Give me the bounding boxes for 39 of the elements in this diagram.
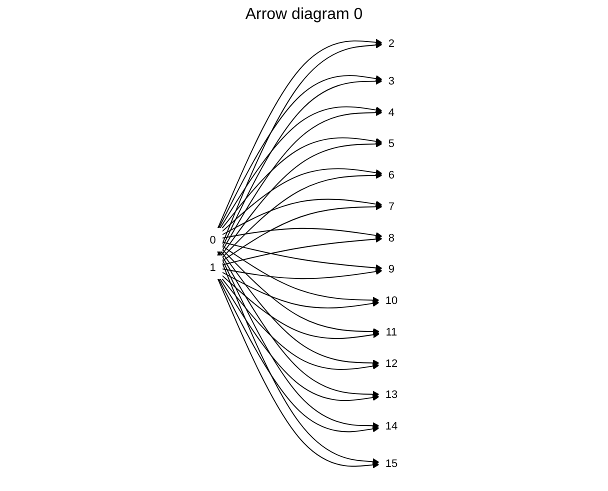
- node-text: 7: [388, 200, 395, 212]
- node-text: 10: [386, 294, 398, 306]
- node-text: 13: [386, 388, 398, 401]
- node-text: 15: [386, 456, 398, 470]
- arrow: [218, 78, 383, 256]
- node-text: 11: [386, 325, 398, 338]
- arrow: [222, 172, 383, 258]
- arrow: [220, 278, 380, 401]
- node-text: 2: [388, 36, 395, 50]
- arrow: [222, 248, 380, 335]
- arrow: [222, 242, 383, 272]
- node-text: 8: [388, 231, 395, 244]
- arrow: [220, 106, 383, 229]
- node-text: 12: [386, 356, 398, 370]
- node-text: 6: [388, 168, 395, 181]
- arrow: [222, 198, 383, 236]
- arrow: [219, 250, 380, 398]
- arrow: [222, 275, 380, 339]
- arrow: [220, 140, 383, 256]
- arrow: [222, 236, 383, 266]
- arrow: [222, 168, 383, 232]
- arrow: [222, 272, 380, 308]
- node-text: 4: [388, 106, 395, 118]
- arrow: [218, 250, 380, 430]
- arrow: [222, 268, 383, 280]
- node-text: 3: [388, 74, 395, 87]
- arrow: [218, 278, 380, 432]
- arrow: [222, 246, 380, 304]
- node-text: 9: [388, 262, 395, 276]
- arrow: [222, 278, 380, 370]
- arrow: [222, 203, 383, 262]
- arrow: [220, 250, 380, 366]
- node-text: 14: [386, 419, 398, 432]
- arrow: [222, 228, 383, 239]
- arrow: [219, 109, 383, 256]
- arrow: [218, 75, 383, 229]
- arrow: [222, 137, 383, 229]
- diagram-title: Arrow diagram 0: [244, 5, 364, 25]
- node-text: 5: [388, 137, 395, 150]
